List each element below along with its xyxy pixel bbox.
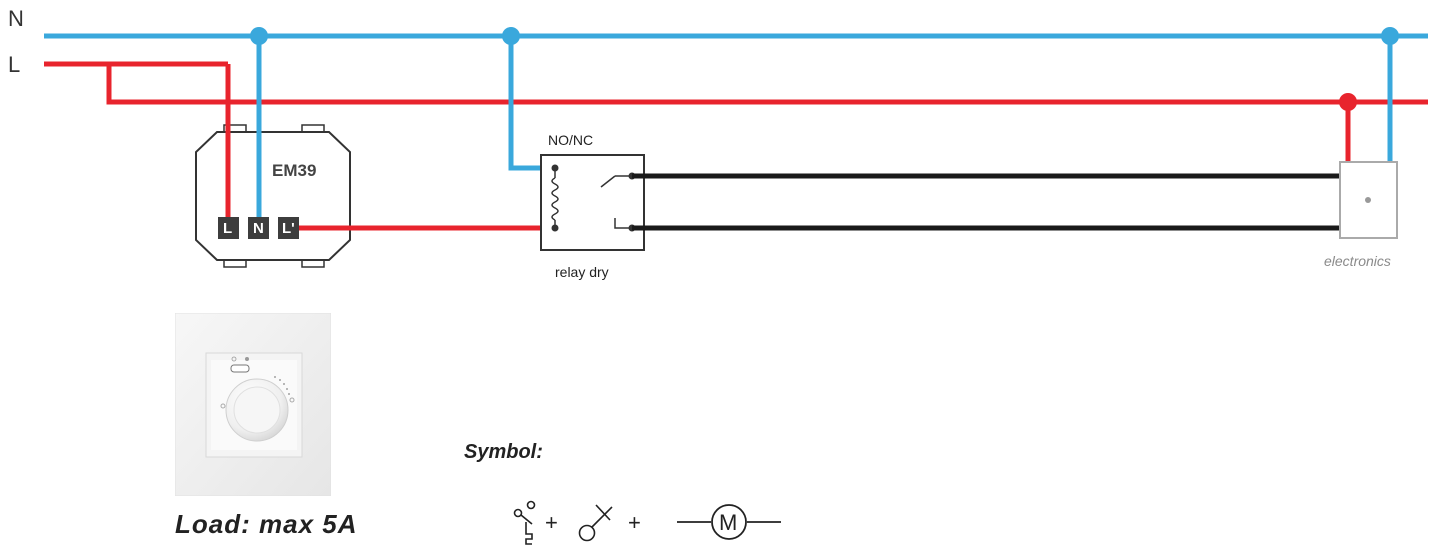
thermostat-image [174,312,332,497]
em39-title: EM39 [272,161,316,180]
relay-caption: relay dry [555,264,609,280]
em39-terminal-n: N [248,217,269,239]
contact-blade [600,175,616,188]
relay-box [540,154,645,251]
electronics-label: electronics [1324,253,1391,269]
symbol-row: + + M [513,500,781,545]
load-rating-label: Load: max 5A [175,509,358,539]
relay-type-label: NO/NC [548,132,593,148]
em39-body [195,131,351,261]
em39-terminal-l-prime: L' [278,217,299,239]
terminal-box [218,217,239,239]
relay-coil-icon [551,177,559,221]
terminal-label: L' [282,220,295,237]
motor-letter: M [719,510,737,535]
em39-terminal-l: L [218,217,239,239]
plus-sign: + [545,510,558,535]
relay-dry: NO/NC relay dry [540,132,645,280]
terminal-label: N [253,220,264,237]
thermostat-symbol-icon [513,500,536,545]
neutral-junction-dot [250,27,268,45]
terminal-box [278,217,299,239]
switch-symbol-icon [578,504,613,542]
contact-lead [614,218,631,229]
terminal-label: L [223,220,232,237]
symbol-heading: Symbol: [464,441,543,463]
live-rail-label: L [8,52,20,77]
coil-terminal-dot [551,164,559,172]
terminal-box [248,217,269,239]
electronics-device: electronics [1324,161,1398,269]
coil-terminal-dot [551,224,559,232]
electronics-indicator-dot [1365,197,1371,203]
motor-symbol-icon: M [677,504,781,540]
live-branch-rail [106,64,1428,105]
neutral-rail-label: N [8,6,24,31]
plus-sign: + [628,510,641,535]
em39-device: EM39 [195,124,351,268]
